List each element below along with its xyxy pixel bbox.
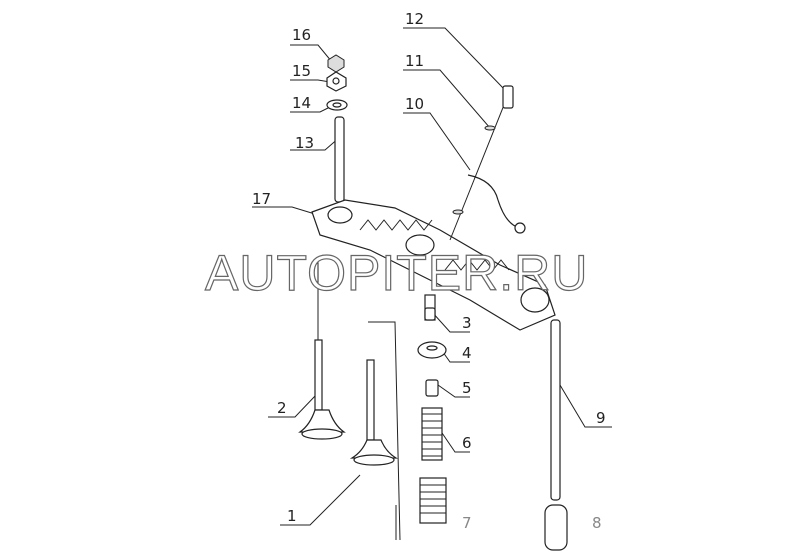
callout-4: 4 [462, 344, 472, 362]
valve-keeper-3 [424, 307, 436, 321]
valve-2 [298, 260, 346, 440]
callout-17: 17 [252, 190, 271, 208]
callout-3: 3 [462, 314, 472, 332]
nut-16 [327, 54, 345, 73]
oil-pipe-10 [449, 85, 526, 241]
watermark: AUTOPITER.RU [205, 245, 588, 301]
callout-12: 12 [405, 10, 424, 28]
nut-15 [326, 71, 347, 92]
callout-7: 7 [462, 514, 472, 532]
valve-1 [349, 359, 399, 466]
washer-14 [326, 99, 348, 111]
callout-6: 6 [462, 434, 472, 452]
leader-lines [252, 27, 612, 541]
callout-9: 9 [596, 409, 606, 427]
callout-16: 16 [292, 26, 311, 44]
pushrod-9 [544, 319, 568, 551]
callout-2: 2 [277, 399, 287, 417]
callout-10: 10 [405, 95, 424, 113]
valve-stem-seal-5 [425, 379, 439, 397]
callout-5: 5 [462, 379, 472, 397]
callout-14: 14 [292, 94, 311, 112]
rocker-shaft-assembly [311, 199, 556, 331]
callout-11: 11 [405, 52, 424, 70]
valve-spring-6 [419, 407, 447, 524]
spring-retainer-4 [417, 341, 447, 359]
pushrod-13 [334, 116, 345, 203]
callout-8: 8 [592, 514, 602, 532]
callout-13: 13 [295, 134, 314, 152]
callout-15: 15 [292, 62, 311, 80]
callout-1: 1 [287, 507, 297, 525]
